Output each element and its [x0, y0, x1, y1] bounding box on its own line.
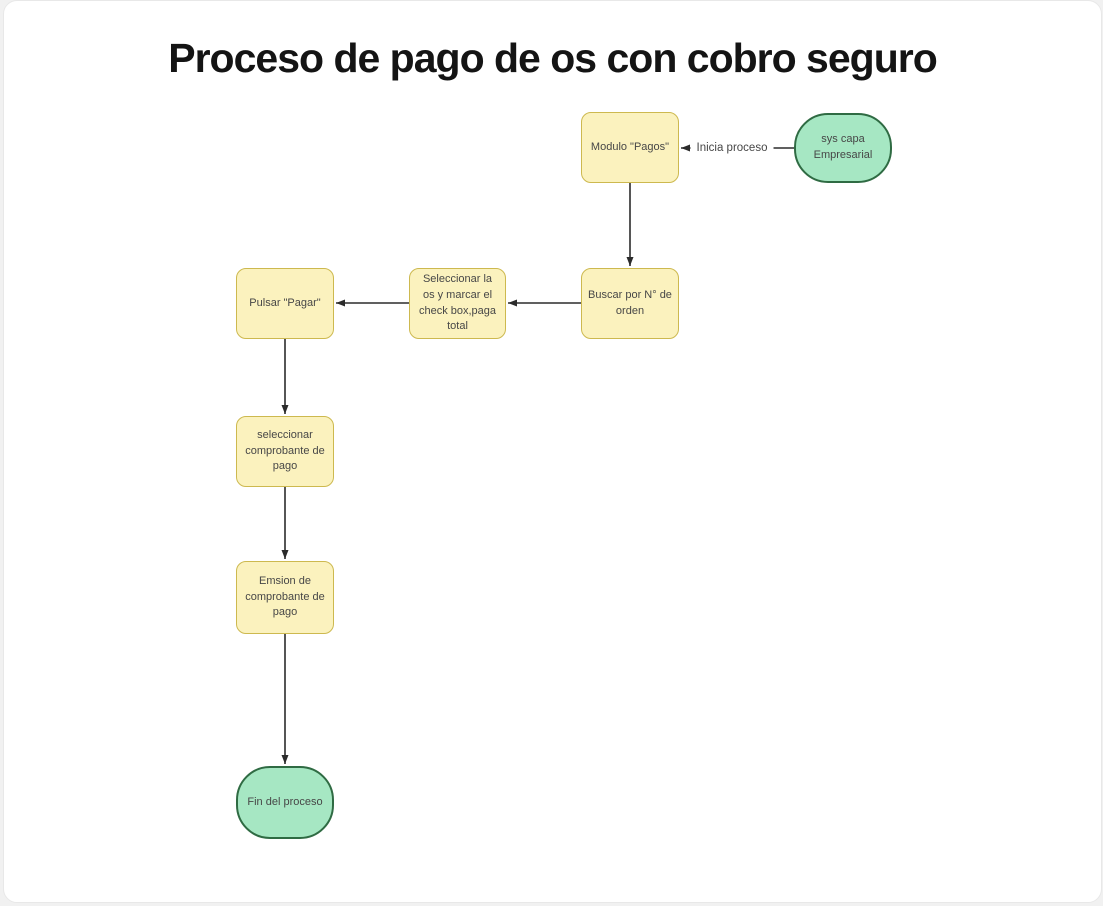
node-buscar-por-orden[interactable]: Buscar por N° de orden: [581, 268, 679, 339]
node-start-sys-capa-empresarial[interactable]: sys capa Empresarial: [794, 113, 892, 183]
edges-layer: [281, 144, 794, 764]
node-fin-del-proceso[interactable]: Fin del proceso: [236, 766, 334, 839]
node-seleccionar-comprobante[interactable]: seleccionar comprobante de pago: [236, 416, 334, 487]
node-seleccionar-os-check-box[interactable]: Seleccionar la os y marcar el check box,…: [409, 268, 506, 339]
node-emision-comprobante[interactable]: Emsion de comprobante de pago: [236, 561, 334, 634]
diagram-title: Proceso de pago de os con cobro seguro: [168, 35, 938, 81]
node-modulo-pagos[interactable]: Modulo "Pagos": [581, 112, 679, 183]
canvas: Proceso de pago de os con cobro seguro I…: [3, 0, 1102, 903]
edge-label-inicia-proceso: Inicia proceso: [690, 142, 774, 154]
node-pulsar-pagar[interactable]: Pulsar "Pagar": [236, 268, 334, 339]
